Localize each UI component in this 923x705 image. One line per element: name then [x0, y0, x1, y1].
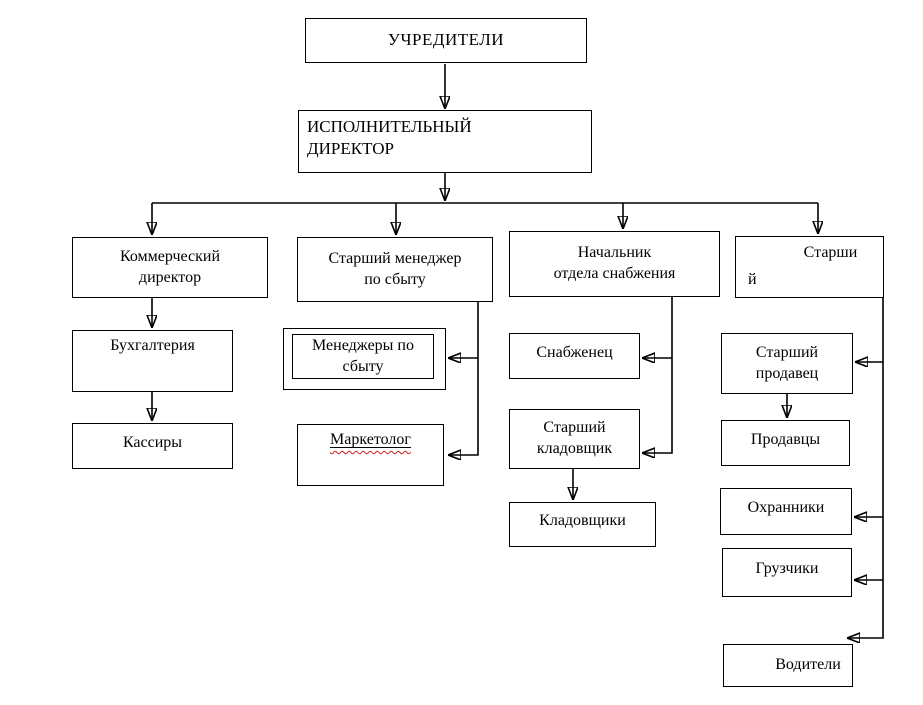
node-sales-managers-line1: Менеджеры по: [312, 336, 414, 354]
connector-supplyhead-warehouseman: [643, 297, 673, 453]
node-founders: УЧРЕДИТЕЛИ: [305, 18, 587, 63]
node-senior-warehouseman: Старший кладовщик: [509, 409, 640, 469]
node-accounting-label: Бухгалтерия: [110, 337, 195, 354]
connector-senior-drivers: [848, 298, 884, 638]
node-drivers: Водители: [723, 644, 853, 687]
node-supply-head-line2: отдела снабжения: [553, 265, 676, 282]
connector-salesmgr-marketer: [449, 302, 479, 455]
node-senior-warehouseman-line2: кладовщик: [536, 440, 613, 457]
node-cashiers: Кассиры: [72, 423, 233, 469]
node-senior-line2: й: [748, 270, 757, 288]
node-sellers: Продавцы: [721, 420, 850, 466]
node-sales-managers-inner-box: Менеджеры по сбыту: [292, 334, 434, 379]
node-supplier-label: Снабженец: [536, 343, 613, 361]
node-loaders: Грузчики: [722, 548, 852, 597]
node-drivers-label: Водители: [775, 656, 841, 674]
node-sales-managers: Менеджеры по сбыту: [283, 328, 446, 390]
node-supply-head-line1: Начальник: [577, 244, 652, 262]
node-warehousemen: Кладовщики: [509, 502, 656, 547]
node-sellers-label: Продавцы: [750, 430, 821, 448]
node-senior-sales-manager: Старший менеджер по сбыту: [297, 237, 493, 302]
node-commercial-director-line1: Коммерческий: [119, 247, 221, 265]
node-sales-managers-line2: сбыту: [342, 357, 384, 375]
node-warehousemen-label: Кладовщики: [539, 512, 626, 530]
node-senior-sales-manager-line2: по сбыту: [364, 270, 426, 288]
node-senior-warehouseman-line1: Старший: [543, 419, 606, 437]
node-marketer: Маркетолог: [297, 424, 444, 486]
node-supply-head: Начальник отдела снабжения: [509, 231, 720, 297]
node-commercial-director-line2: директор: [138, 268, 202, 286]
node-executive-director-line1: ИСПОЛНИТЕЛЬНЫЙ: [307, 117, 472, 136]
node-guards: Охранники: [720, 488, 852, 535]
node-accounting: Бухгалтерия: [72, 330, 233, 392]
node-loaders-label: Грузчики: [755, 560, 819, 578]
node-founders-label: УЧРЕДИТЕЛИ: [387, 30, 505, 50]
node-senior: Старши й: [735, 236, 884, 298]
node-senior-seller: Старший продавец: [721, 333, 853, 394]
node-marketer-label: Маркетолог: [330, 431, 411, 448]
node-cashiers-label: Кассиры: [122, 433, 183, 451]
node-executive-director-line2: ДИРЕКТОР: [307, 139, 394, 159]
node-executive-director: ИСПОЛНИТЕЛЬНЫЙ ДИРЕКТОР: [298, 110, 592, 173]
spellcheck-underline: Маркетолог: [330, 430, 411, 451]
node-senior-seller-line1: Старший: [755, 343, 819, 361]
node-senior-line1: Старши: [803, 244, 858, 261]
node-senior-seller-line2: продавец: [755, 364, 819, 382]
node-supplier: Снабженец: [509, 333, 640, 379]
node-guards-label: Охранники: [747, 499, 825, 517]
node-commercial-director: Коммерческий директор: [72, 237, 268, 298]
node-senior-sales-manager-line1: Старший менеджер: [328, 249, 462, 267]
